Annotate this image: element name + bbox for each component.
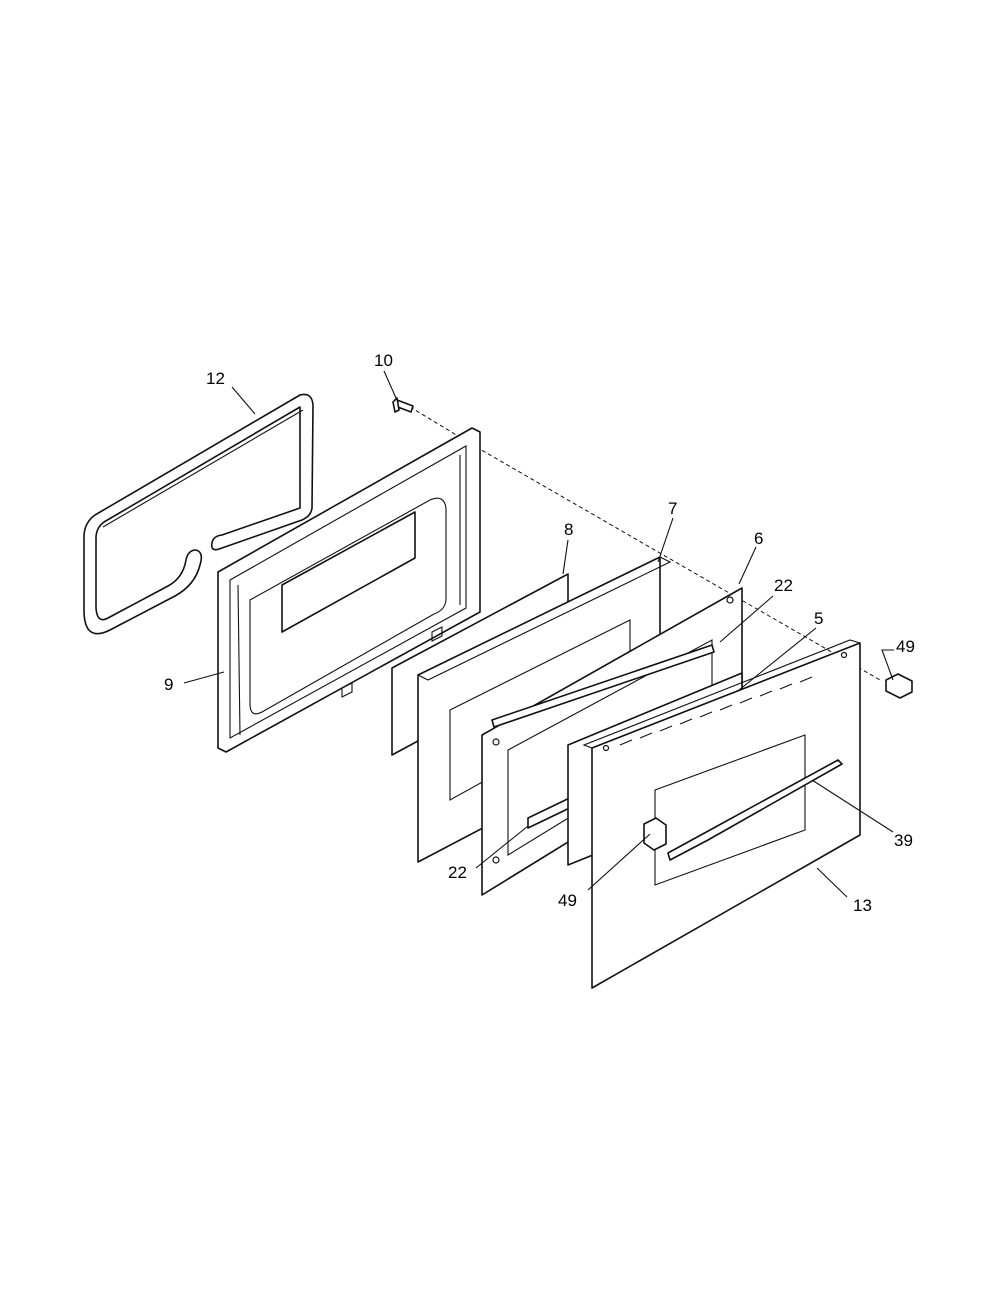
leader-39 bbox=[811, 779, 894, 833]
leader-7 bbox=[657, 517, 674, 563]
leader-12 bbox=[231, 386, 256, 415]
outer-door-panel bbox=[582, 639, 861, 989]
leader-9 bbox=[183, 671, 225, 684]
callout-12: 12 bbox=[206, 369, 225, 388]
screw bbox=[392, 397, 414, 413]
callout-9: 9 bbox=[164, 675, 173, 694]
callout-10: 10 bbox=[374, 351, 393, 370]
handle-end-cap-right bbox=[885, 673, 913, 699]
door-handle bbox=[667, 759, 843, 861]
leader-10 bbox=[383, 370, 397, 399]
handle-end-cap-left bbox=[643, 817, 667, 851]
callout-49-bottom: 49 bbox=[558, 891, 577, 910]
leader-22-bottom bbox=[475, 825, 529, 869]
leader-5 bbox=[738, 627, 817, 691]
callout-39: 39 bbox=[894, 831, 913, 850]
callout-22-top: 22 bbox=[774, 576, 793, 595]
callout-7: 7 bbox=[668, 499, 677, 518]
glass-channel-top bbox=[491, 644, 715, 728]
leader-6 bbox=[738, 546, 757, 585]
callout-49-right: 49 bbox=[896, 637, 915, 656]
callout-5: 5 bbox=[814, 609, 823, 628]
leader-8 bbox=[562, 539, 569, 575]
leader-49-bottom bbox=[587, 833, 651, 891]
door-gasket bbox=[83, 393, 314, 635]
callout-13: 13 bbox=[853, 896, 872, 915]
leader-22-top bbox=[719, 595, 774, 643]
callout-22-bottom: 22 bbox=[448, 863, 467, 882]
callout-8: 8 bbox=[564, 520, 573, 539]
callout-6: 6 bbox=[754, 529, 763, 548]
leader-13 bbox=[816, 867, 848, 898]
leader-49-right bbox=[881, 649, 894, 681]
inner-door-liner bbox=[217, 427, 481, 753]
